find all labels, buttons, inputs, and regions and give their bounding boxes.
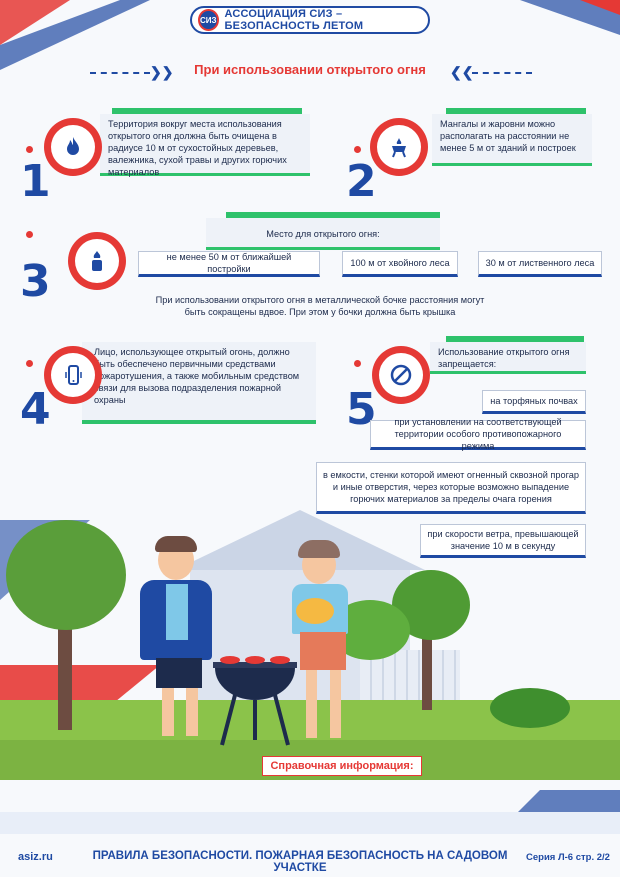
footer-band	[0, 812, 620, 834]
footer-series: Серия Л-6 стр. 2/2	[526, 852, 610, 863]
tree-left-trunk	[58, 600, 72, 730]
step-1-text: Территория вокруг места использования от…	[108, 119, 287, 177]
section-title: При использовании открытого огня	[194, 62, 426, 77]
tree-left	[6, 520, 126, 630]
man-hair	[155, 536, 197, 552]
step-4-badge	[44, 346, 102, 404]
step-1-dot	[26, 146, 33, 153]
association-logo: СИЗ	[198, 9, 219, 31]
bush-right	[490, 688, 570, 728]
step-4-dot	[26, 360, 33, 367]
step-1-card: Территория вокруг места использования от…	[100, 114, 310, 177]
chevron-left-icon: ❮❮	[450, 64, 474, 80]
step-3-accent-bar	[226, 212, 440, 218]
step-5-text: Использование открытого огня запрещается…	[438, 347, 570, 369]
step-3-text: Место для открытого огня:	[266, 229, 380, 239]
step-3-card: Место для открытого огня:	[206, 218, 440, 250]
header-banner: СИЗ АССОЦИАЦИЯ СИЗ – БЕЗОПАСНОСТЬ ЛЕТОМ	[190, 6, 430, 34]
step-5-badge	[372, 346, 430, 404]
step-1-accent-bar	[112, 108, 302, 114]
salad-bowl	[296, 598, 334, 624]
woman-right-leg	[330, 670, 341, 738]
prohibition-high-wind: при скорости ветра, превышающей значение…	[420, 524, 586, 558]
prohibition-damaged-container: в емкости, стенки которой имеют огненный…	[316, 462, 586, 514]
distance-building: не менее 50 м от ближайшей постройки	[138, 251, 320, 277]
step-3-number: 3	[20, 256, 51, 307]
header-title: АССОЦИАЦИЯ СИЗ – БЕЗОПАСНОСТЬ ЛЕТОМ	[224, 8, 364, 32]
step-4-number: 4	[20, 384, 51, 435]
man-left-leg	[162, 688, 174, 736]
step-2-accent-bar	[446, 108, 586, 114]
step-2-card: Мангалы и жаровни можно располагать на р…	[432, 114, 592, 166]
step-4-text: Лицо, использующее открытый огонь, должн…	[94, 347, 300, 405]
fire-icon	[67, 137, 79, 155]
man-shorts	[156, 658, 202, 688]
title-divider-right	[472, 72, 532, 74]
chevron-right-icon: ❯❯	[150, 64, 174, 80]
distance-conifer-forest: 100 м от хвойного леса	[342, 251, 458, 277]
title-divider-left	[90, 72, 150, 74]
barrel-fire-icon	[92, 251, 102, 271]
step-2-dot	[354, 146, 361, 153]
brazier-icon	[392, 138, 406, 158]
woman-left-leg	[306, 670, 317, 738]
step-1-badge	[44, 118, 102, 176]
step-3-dot	[26, 231, 33, 238]
step-2-text: Мангалы и жаровни можно располагать на р…	[440, 119, 576, 153]
phone-icon	[65, 365, 82, 385]
tree-right-trunk	[422, 620, 432, 710]
step-3-badge	[68, 232, 126, 290]
reference-banner: Справочная информация:	[262, 756, 422, 776]
step-5-accent-bar	[446, 336, 584, 342]
distance-deciduous-forest: 30 м от лиственного леса	[478, 251, 602, 277]
step-5-card: Использование открытого огня запрещается…	[430, 342, 586, 374]
footer-title: ПРАВИЛА БЕЗОПАСНОСТИ. ПОЖАРНАЯ БЕЗОПАСНО…	[92, 850, 508, 874]
man-shirt	[166, 584, 188, 640]
prohibition-special-regime: при установлении на соответствующей терр…	[370, 417, 586, 451]
woman-shorts	[300, 632, 346, 670]
step-2-badge	[370, 118, 428, 176]
prohibition-peat-soils: на торфяных почвах	[482, 390, 586, 414]
man-right-leg	[186, 688, 198, 736]
bbq-grill	[213, 656, 297, 746]
woman-hair	[298, 540, 340, 558]
step-4-card: Лицо, использующее открытый огонь, должн…	[82, 342, 316, 424]
step-5-dot	[354, 360, 361, 367]
prohibited-icon	[390, 364, 412, 386]
house-roof	[175, 510, 425, 570]
footer-site-link[interactable]: asiz.ru	[18, 851, 53, 863]
step-1-number: 1	[20, 156, 51, 207]
step-3-note: При использовании открытого огня в метал…	[155, 295, 485, 317]
step-2-number: 2	[346, 156, 377, 207]
